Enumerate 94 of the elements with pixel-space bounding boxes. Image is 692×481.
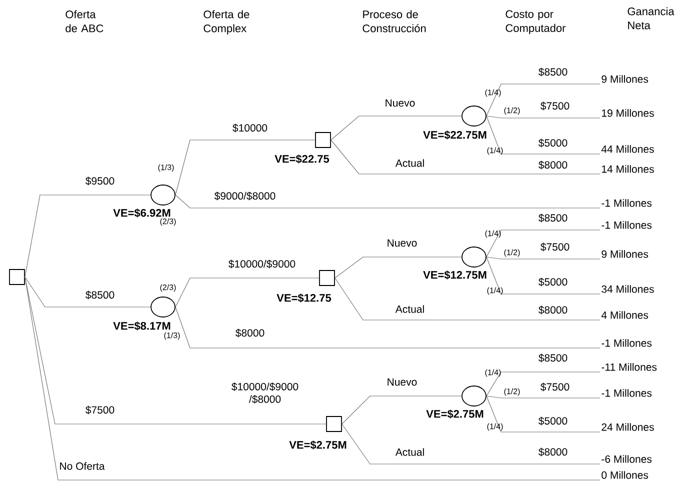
expected-value-label: VE=$12.75M [423, 270, 486, 280]
branch-line [334, 256, 462, 278]
payoff-label: 4 Millones [601, 311, 648, 319]
probability-label: (1/2) [504, 107, 520, 115]
probability-label: (1/4) [487, 287, 503, 295]
branch-line [486, 84, 600, 116]
branch-label: $8000 [538, 160, 568, 170]
branch-line [334, 278, 600, 320]
edge-label: $10000 [232, 124, 268, 132]
chance-circle [462, 106, 486, 126]
edge-label: $7500 [540, 382, 570, 392]
expected-value-label: VE=$2.75M [289, 440, 346, 450]
expected-value-label: VE=$12.75 [276, 294, 332, 302]
payoff-label: 14 Millones [602, 165, 654, 173]
decision-square [326, 416, 342, 432]
column-header: Oferta de Complex [204, 10, 250, 34]
edge-label: Nuevo [386, 99, 415, 107]
probability-label: (1/2) [504, 249, 520, 257]
expected-value-label: VE=$2.75M [426, 410, 484, 418]
branch-line [486, 116, 600, 154]
branch-line [24, 276, 600, 480]
branch-line [486, 230, 600, 258]
branch-line [486, 256, 600, 294]
edge-label: $5000 [538, 278, 568, 286]
payoff-label: 44 Millones [601, 145, 654, 153]
edge-label: No Oferta [60, 462, 105, 470]
branch-line [24, 276, 326, 424]
edge-label: $7500 [540, 102, 570, 110]
branch-line [175, 278, 320, 308]
payoff-label: 24 Millones [602, 423, 654, 431]
edge-label: $7500 [86, 406, 114, 414]
branch-line [330, 116, 462, 140]
branch-line [342, 424, 600, 464]
column-header: Proceso de Construcción [362, 10, 426, 32]
chance-circle [150, 296, 176, 318]
branch-line [175, 140, 316, 196]
edge-label: $9000/$8000 [214, 192, 276, 200]
edge-label: $8500 [538, 68, 568, 76]
edge-label: Nuevo [388, 239, 417, 247]
branch-line [486, 372, 600, 396]
edge-label: $9500 [86, 176, 114, 186]
branch-line [486, 396, 600, 432]
expected-value-label: VE=$8.17M [113, 322, 170, 330]
payoff-label: -1 Millones [602, 199, 652, 207]
payoff-label: -1 Millones [602, 221, 652, 229]
expected-value-label: VE=$22.75M [423, 130, 486, 140]
decision-square [319, 270, 335, 286]
payoff-label: 19 Millones [602, 109, 654, 117]
chance-circle [462, 246, 486, 268]
edge-label: Nuevo [388, 378, 417, 386]
branch-label: $8000 [538, 448, 568, 456]
column-header: Ganancia Neta [628, 7, 674, 30]
payoff-label: -1 Millones [602, 389, 652, 397]
decision-square [9, 269, 25, 285]
edge-label: $5000 [538, 138, 568, 148]
decision-square [315, 132, 331, 148]
probability-label: (1/4) [487, 423, 503, 431]
edge-label: $5000 [538, 416, 568, 426]
chance-circle [150, 184, 176, 206]
branch-line [486, 256, 600, 260]
probability-label: (1/4) [487, 147, 503, 155]
edge-label: $7500 [540, 242, 570, 252]
branch-line [330, 140, 600, 174]
branch-line [24, 276, 151, 308]
edge-label: $8500 [538, 354, 568, 362]
branch-line [175, 194, 600, 208]
edge-label: $8500 [538, 214, 568, 222]
branch-line [24, 194, 151, 278]
branch-line [175, 306, 600, 348]
edge-label: Actual [395, 448, 424, 456]
payoff-label: -11 Millones [602, 363, 657, 371]
payoff-label: -6 Millones [602, 455, 652, 463]
edge-label: $8000 [236, 328, 264, 338]
probability-label: (2/3) [160, 218, 176, 226]
probability-label: (1/2) [504, 388, 520, 396]
probability-label: (1/3) [164, 332, 180, 340]
branch-line [486, 396, 600, 398]
column-header: Costo por Computador [506, 10, 566, 34]
column-header: Oferta de ABC [66, 10, 104, 32]
chance-circle [462, 386, 486, 406]
edge-label: Actual [395, 159, 424, 167]
expected-value-label: VE=$6.92M [113, 208, 170, 218]
payoff-label: 0 Millones [602, 471, 648, 479]
payoff-label: 34 Millones [602, 285, 654, 293]
branch-line [486, 116, 600, 118]
edge-label: Actual [395, 305, 424, 313]
edge-label: $8500 [86, 290, 114, 300]
payoff-label: 9 Millones [602, 250, 648, 258]
payoff-label: 9 Millones [602, 75, 648, 83]
branch-label: $8000 [538, 306, 568, 314]
branch-line [342, 396, 462, 424]
expected-value-label: VE=$22.75 [274, 154, 330, 164]
payoff-label: -1 Millones [602, 339, 652, 347]
edge-label: $10000/$9000 [228, 260, 296, 268]
